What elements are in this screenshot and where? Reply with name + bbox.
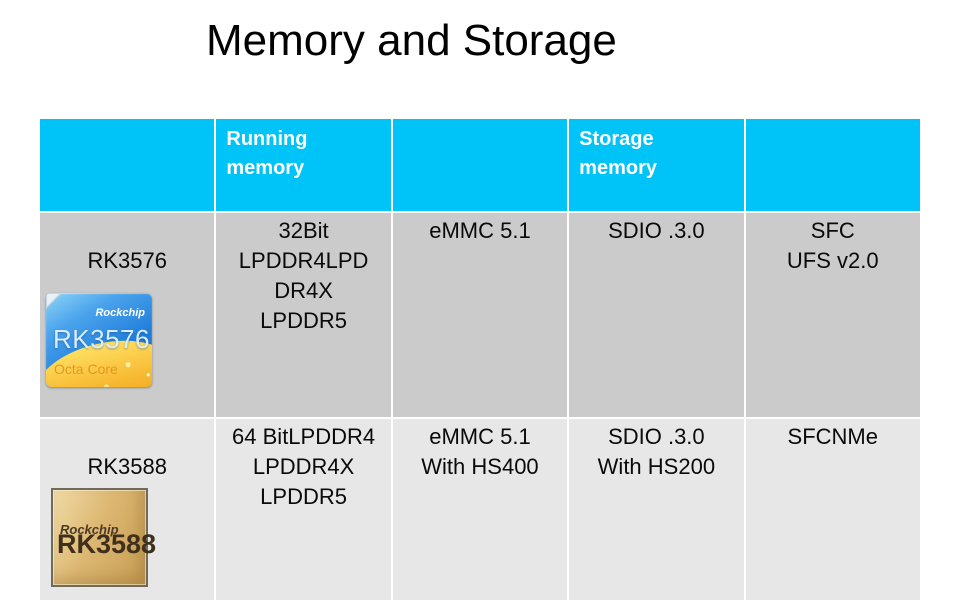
- chip-name-label: RK3588: [87, 454, 167, 479]
- cell-rk3576-name: RK3576 Rockchip RK3576 Octa Core: [37, 211, 217, 419]
- header-cell-blank-3: [743, 117, 923, 213]
- cell-rk3588-emmc: eMMC 5.1 With HS400: [390, 417, 570, 600]
- header-cell-blank-2: [390, 117, 570, 213]
- cell-rk3588-running-memory: 64 BitLPDDR4 LPDDR4X LPDDR5: [214, 417, 393, 600]
- cell-rk3576-emmc: eMMC 5.1: [390, 211, 570, 419]
- rk3588-chip-image: Rockchip RK3588: [51, 488, 156, 587]
- header-cell-blank-1: [37, 117, 217, 213]
- rk3576-chip-image: Rockchip RK3576 Octa Core: [46, 293, 152, 387]
- chip-name-label: RK3576: [87, 248, 167, 273]
- cell-rk3576-storage: SFC UFS v2.0: [743, 211, 923, 419]
- memory-storage-table: Running memory Storage memory RK3576 Roc…: [37, 117, 923, 600]
- page-title: Memory and Storage: [206, 16, 617, 65]
- chip-model-text: RK3576: [53, 324, 150, 354]
- chip-core-text: Octa Core: [54, 361, 118, 377]
- rockchip-logo: Rockchip: [60, 522, 119, 537]
- cell-rk3588-sdio: SDIO .3.0 With HS200: [567, 417, 746, 600]
- corner-fold-decoration: [46, 293, 62, 309]
- cell-rk3576-sdio: SDIO .3.0: [567, 211, 746, 419]
- cell-rk3588-storage: SFCNMe: [743, 417, 923, 600]
- header-cell-running-memory: Running memory: [214, 117, 393, 213]
- cell-rk3576-running-memory: 32Bit LPDDR4LPD DR4X LPDDR5: [214, 211, 393, 419]
- cell-rk3588-name: RK3588 Rockchip RK3588: [37, 417, 217, 600]
- table-row-rk3588: RK3588 Rockchip RK3588 64 BitLPDDR4 LPDD…: [37, 417, 923, 600]
- header-cell-storage-memory: Storage memory: [567, 117, 746, 213]
- chip-model-text: RK3588: [57, 529, 157, 559]
- table-header-row: Running memory Storage memory: [37, 117, 923, 213]
- table-row-rk3576: RK3576 Rockchip RK3576 Octa Core 32Bit L…: [37, 211, 923, 419]
- rockchip-logo: Rockchip: [95, 307, 145, 319]
